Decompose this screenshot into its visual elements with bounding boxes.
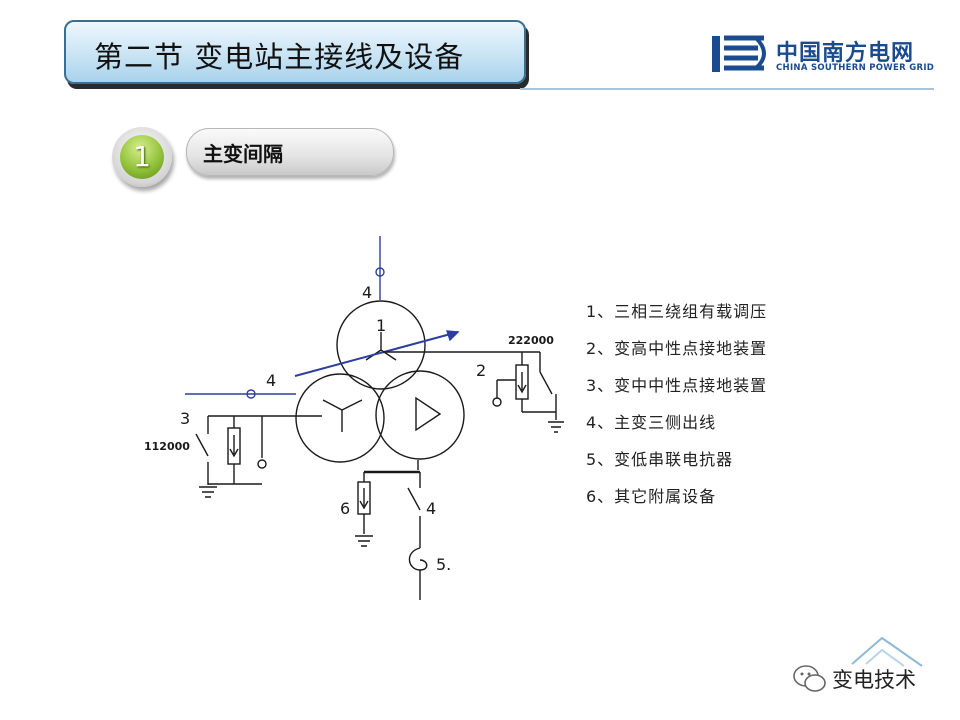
company-seal-icon xyxy=(851,636,923,667)
legend-item: 2、变高中性点接地装置 xyxy=(586,339,768,358)
section-heading: 主变间隔 xyxy=(186,128,394,176)
label-mv-switch: 112000 xyxy=(144,440,190,453)
hv-neutral-node xyxy=(492,397,502,407)
brand-logo: 中国南方电网 CHINA SOUTHERN POWER GRID xyxy=(712,32,938,76)
legend-item: 3、变中中性点接地装置 xyxy=(586,376,768,395)
brand-name-cn: 中国南方电网 xyxy=(776,41,915,66)
header-divider xyxy=(520,88,934,90)
lv-feeder-switch xyxy=(407,487,421,511)
legend-item: 5、变低串联电抗器 xyxy=(586,450,734,469)
hv-winding-circle xyxy=(336,300,426,390)
mv-neutral-node xyxy=(257,459,267,469)
legend-item: 1、三相三绕组有载调压 xyxy=(586,302,768,321)
mv-star-symbol xyxy=(322,399,363,432)
label-lv-device: 6 xyxy=(340,499,350,518)
tap-changer-arrow xyxy=(294,331,459,377)
section-label: 主变间隔 xyxy=(203,142,283,166)
label-hv-neutral: 2 xyxy=(476,361,486,380)
lv-winding-circle xyxy=(375,370,465,460)
label-mid-feeder: 4 xyxy=(266,371,276,390)
label-top-feeder: 4 xyxy=(362,283,372,302)
label-hv-switch: 222000 xyxy=(508,334,554,347)
legend-item: 6、其它附属设备 xyxy=(586,487,717,506)
section-number-badge: 1 xyxy=(112,127,172,187)
page-title: 第二节 变电站主接线及设备 xyxy=(94,40,465,74)
label-mv-neutral: 3 xyxy=(180,409,190,428)
hv-ground-symbol xyxy=(548,421,564,433)
lv-delta-symbol xyxy=(415,396,442,432)
wechat-icon xyxy=(793,665,826,692)
legend-item: 4、主变三侧出线 xyxy=(586,413,717,432)
mv-neutral-switch xyxy=(195,433,209,457)
label-transformer: 1 xyxy=(376,316,386,335)
diagram-legend: 1、三相三绕组有载调压 2、变高中性点接地装置 3、变中中性点接地装置 4、主变… xyxy=(586,298,767,520)
section-number: 1 xyxy=(120,135,164,179)
label-reactor: 5. xyxy=(436,555,451,574)
label-lv-feeder: 4 xyxy=(426,499,436,518)
grid-logo-icon xyxy=(712,35,766,72)
mid-feeder-node xyxy=(246,389,256,399)
watermark: 变电技术 xyxy=(792,636,942,698)
mv-ground-symbol xyxy=(199,486,217,498)
title-box: 第二节 变电站主接线及设备 xyxy=(64,20,526,84)
lv-ground-symbol xyxy=(355,535,373,547)
top-feeder-node xyxy=(375,267,385,277)
hv-neutral-switch xyxy=(539,371,553,395)
brand-name-en: CHINA SOUTHERN POWER GRID xyxy=(776,63,935,73)
watermark-text: 变电技术 xyxy=(832,668,916,692)
mv-winding-circle xyxy=(295,373,385,463)
lv-reactor-symbol xyxy=(408,547,428,571)
